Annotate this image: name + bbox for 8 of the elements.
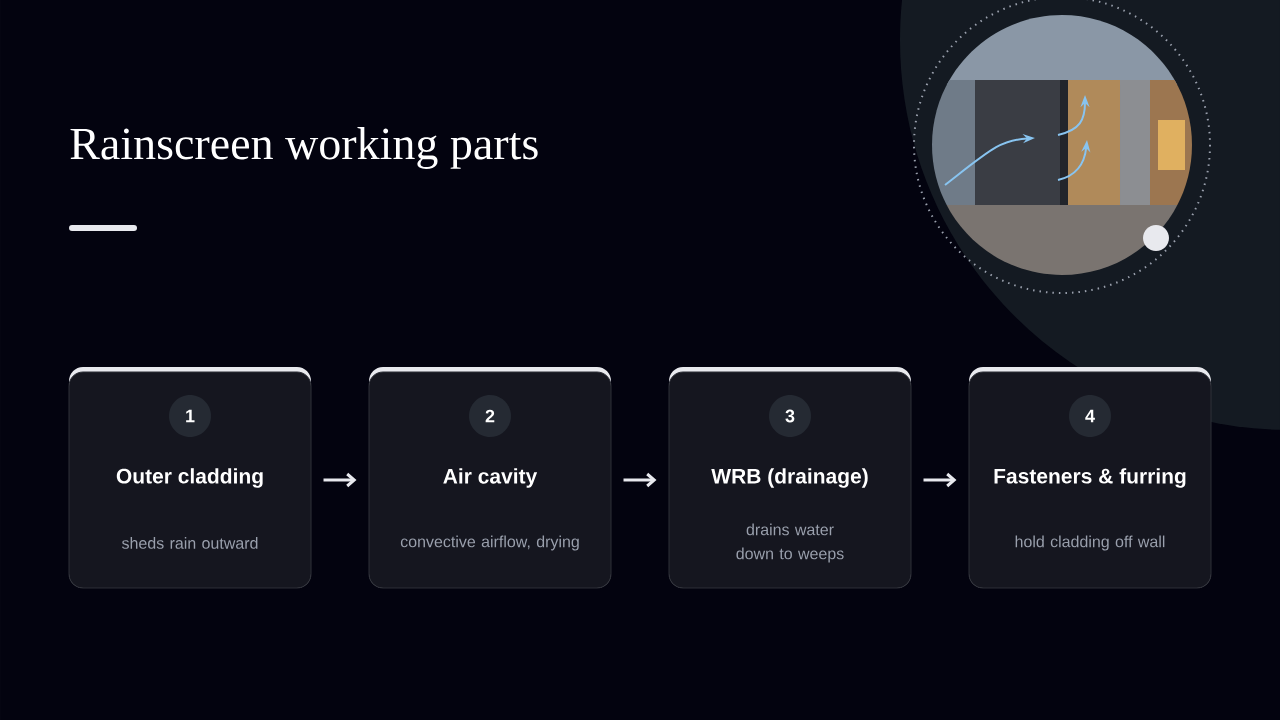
- slide-title: Rainscreen working parts: [70, 127, 538, 169]
- step-card: 3 WRB (drainage) drains water down to weeps: [668, 367, 912, 589]
- arrow: [323, 472, 357, 488]
- arrow: [923, 472, 957, 488]
- step-card: 1 Outer cladding sheds rain outward: [68, 367, 312, 589]
- arrow: [623, 472, 657, 488]
- step-card: 2 Air cavity convective airflow, drying: [368, 367, 612, 589]
- step-card: 4 Fasteners & furring hold cladding off wall: [968, 367, 1212, 589]
